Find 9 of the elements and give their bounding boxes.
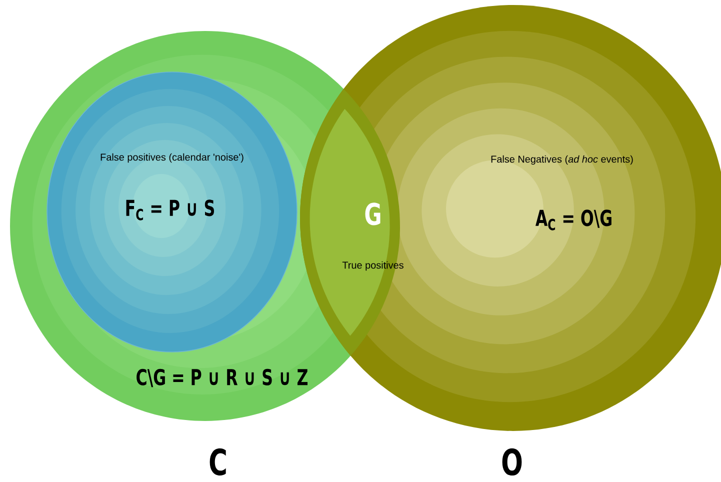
set-formula: F$_{C}$ = P ∪ S bbox=[126, 200, 214, 220]
region-caption: True positives bbox=[342, 261, 404, 271]
set-formula: A$_{C}$ = O\G bbox=[536, 210, 612, 230]
set-formula: C\G = P ∪ R ∪ S ∪ Z bbox=[136, 368, 308, 388]
set-letter: C bbox=[210, 448, 226, 476]
region-caption: False positives (calendar 'noise') bbox=[100, 153, 244, 163]
set-letter: O bbox=[502, 448, 522, 476]
region-letter: G bbox=[365, 202, 380, 226]
region-caption: False Negatives (ad hoc events) bbox=[491, 155, 633, 165]
